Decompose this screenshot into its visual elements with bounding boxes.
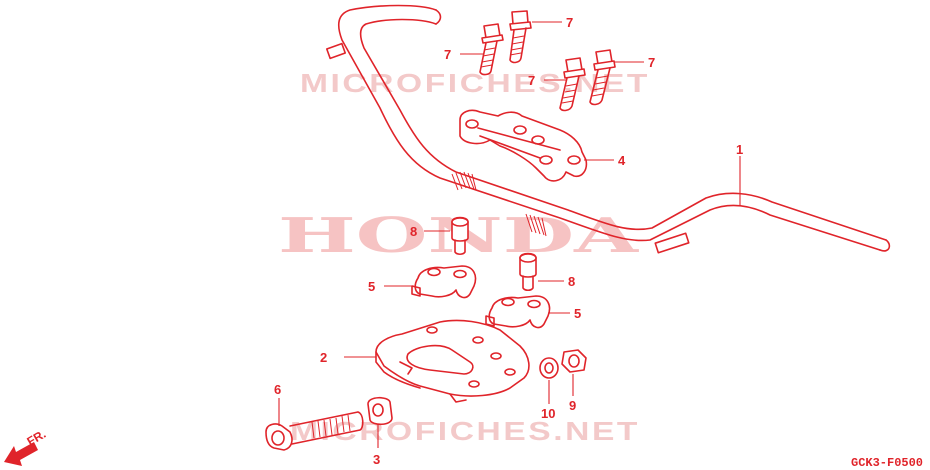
bolt-7-c [559, 57, 586, 112]
callout-9: 9 [569, 398, 576, 413]
bolt-7-d [589, 49, 616, 106]
callout-1: 1 [736, 142, 743, 157]
callout-10: 10 [541, 406, 555, 421]
nut-9 [561, 349, 587, 373]
bolt-7-a [479, 23, 504, 76]
callout-6: 6 [274, 382, 281, 397]
socket-bolt-8-b [519, 252, 537, 292]
collar-3 [367, 396, 393, 426]
callout-2: 2 [320, 350, 327, 365]
callout-7c: 7 [528, 73, 535, 88]
handlebar [325, 4, 891, 254]
front-direction-arrow-icon: FR. [4, 427, 48, 466]
washer-10 [539, 357, 559, 379]
callout-4: 4 [618, 153, 626, 168]
lower-holder-5-b [485, 295, 551, 329]
socket-bolt-8-a [451, 216, 469, 256]
watermark-site-top: MICROFICHES.NET [300, 68, 650, 98]
callout-8a: 8 [410, 224, 417, 239]
watermark-site-bottom: MICROFICHES.NET [290, 416, 640, 446]
callout-3: 3 [373, 452, 380, 467]
callout-7a: 7 [566, 15, 573, 30]
callout-7b: 7 [444, 47, 451, 62]
lower-holder-5-a [411, 265, 477, 299]
callout-5a: 5 [368, 279, 375, 294]
long-bolt-6 [265, 411, 364, 451]
callout-7d: 7 [648, 55, 655, 70]
bolt-7-b [509, 10, 532, 64]
callout-5b: 5 [574, 306, 581, 321]
upper-holder [459, 109, 588, 182]
leader-lines [278, 21, 741, 448]
diagram-code: GCK3-F0500 [851, 456, 923, 470]
holder-base [375, 319, 530, 403]
callout-8b: 8 [568, 274, 575, 289]
